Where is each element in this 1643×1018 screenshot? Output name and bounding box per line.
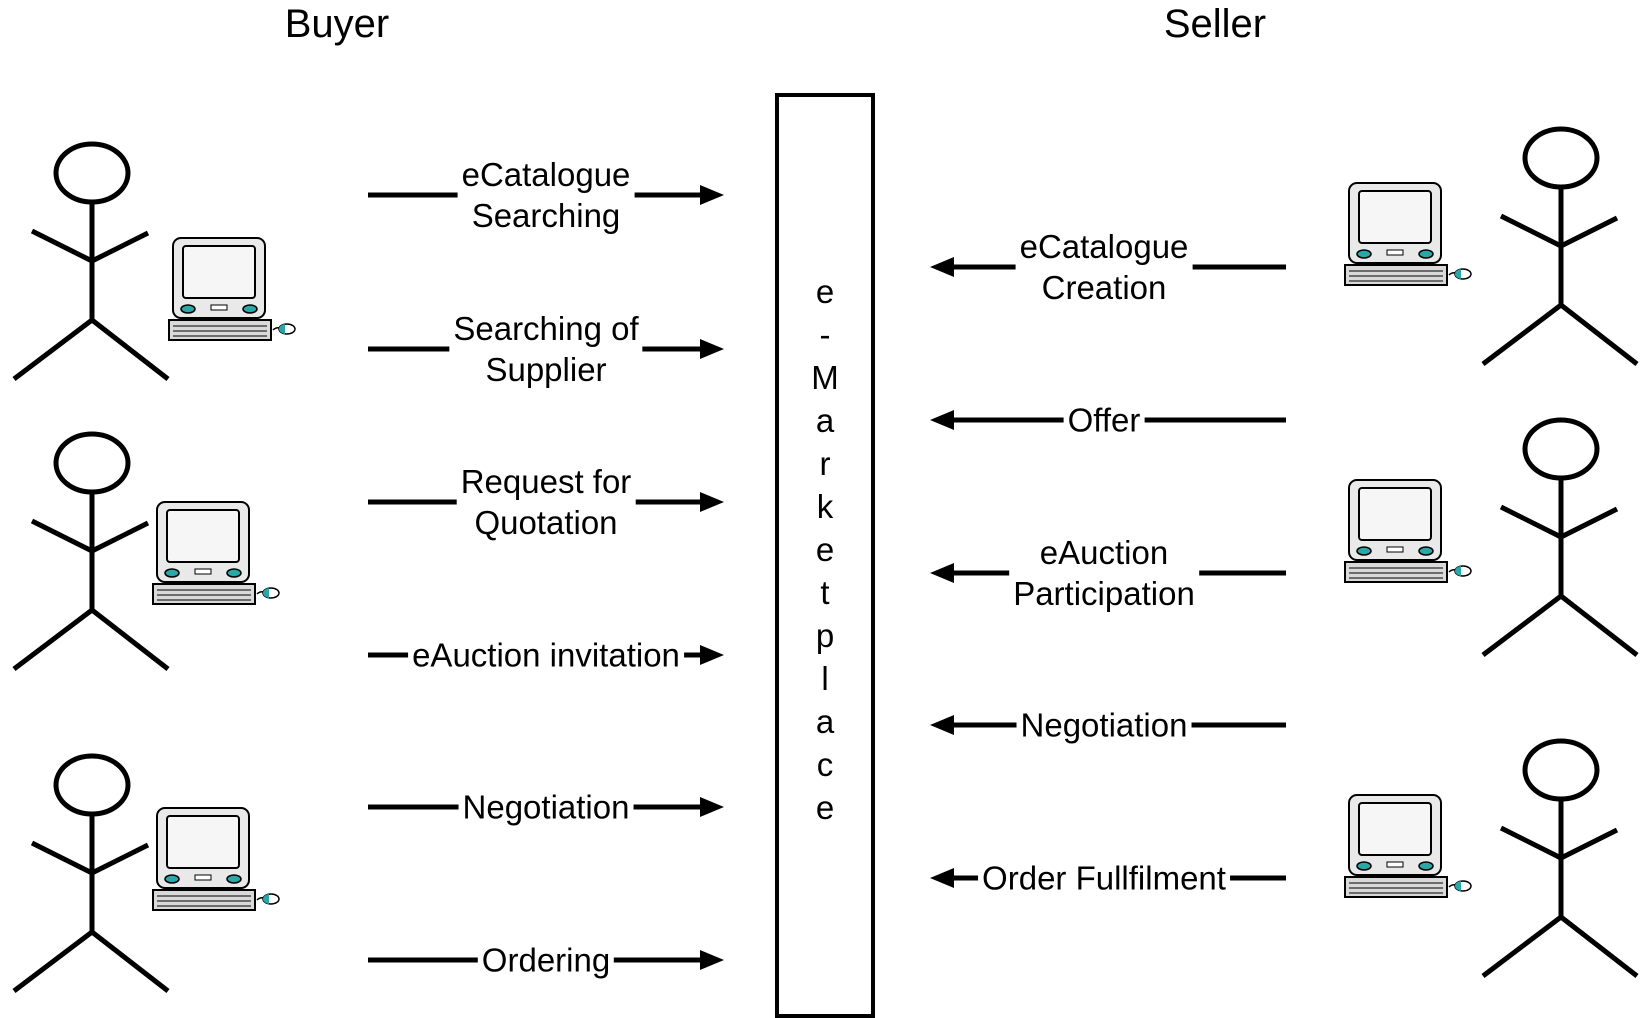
marketplace-letter: M (811, 359, 839, 396)
marketplace-letter: t (820, 574, 830, 611)
label-line: Participation (1013, 575, 1195, 612)
marketplace-letter: k (816, 488, 834, 525)
marketplace-letter: e (815, 273, 835, 310)
buyer-computer-3-icon (152, 807, 280, 911)
marketplace-letter: e (815, 531, 835, 568)
label-line: eAuction invitation (412, 636, 680, 674)
seller-flow-order-fullfilment: Order Fullfilment (978, 857, 1230, 899)
seller-actor-3-icon (1483, 741, 1637, 976)
marketplace-letter: - (819, 316, 831, 353)
buyer-flow-request-for-quotation: Request for Quotation (456, 461, 636, 543)
seller-actor-1-icon (1483, 129, 1637, 364)
buyer-computer-1-icon (168, 237, 296, 341)
seller-flow-ecatalogue-creation: eCatalogue Creation (1015, 226, 1193, 308)
label-line: Order Fullfilment (982, 859, 1226, 897)
label-line: Ordering (481, 941, 611, 979)
buyer-flow-searching-of-supplier: Searching of Supplier (449, 308, 643, 390)
seller-computer-1-icon (1344, 182, 1472, 286)
marketplace-letter: e (815, 789, 835, 826)
seller-computer-3-icon (1344, 794, 1472, 898)
label-line: Supplier (485, 351, 607, 388)
label-line: Request for (460, 463, 632, 500)
seller-flow-eauction-participation: eAuction Participation (1009, 532, 1199, 614)
buyer-arrows (368, 185, 724, 970)
label-line: Negotiation (1020, 706, 1188, 744)
label-line: Negotiation (462, 788, 630, 826)
label-line: Creation (1041, 269, 1167, 306)
marketplace-letter: r (819, 445, 831, 482)
buyer-actor-1-icon (14, 144, 168, 379)
seller-flow-offer: Offer (1063, 399, 1145, 441)
label-line: Searching of (453, 310, 639, 347)
seller-flow-negotiation: Negotiation (1016, 704, 1192, 746)
e-marketplace-box: e - M a r k e t p l a c e (775, 93, 875, 1018)
buyer-computer-2-icon (152, 501, 280, 605)
label-line: Quotation (474, 504, 618, 541)
label-line: eCatalogue (1019, 228, 1189, 265)
e-marketplace-label: e - M a r k e t p l a c e (779, 270, 871, 829)
buyer-actor-2-icon (14, 434, 168, 669)
marketplace-letter: a (815, 703, 835, 740)
seller-computer-2-icon (1344, 479, 1472, 583)
marketplace-letter: a (815, 402, 835, 439)
label-line: eCatalogue (461, 156, 631, 193)
seller-actor-2-icon (1483, 420, 1637, 655)
marketplace-letter: c (816, 746, 834, 783)
buyer-flow-eauction-invitation: eAuction invitation (408, 634, 684, 676)
marketplace-letter: p (815, 617, 835, 654)
buyer-heading: Buyer (284, 2, 390, 46)
label-line: Searching (471, 197, 621, 234)
buyer-flow-ecatalogue-searching: eCatalogue Searching (457, 154, 635, 236)
seller-heading: Seller (1163, 2, 1267, 46)
buyer-actor-3-icon (14, 756, 168, 991)
label-line: eAuction (1039, 534, 1169, 571)
buyer-flow-negotiation: Negotiation (458, 786, 634, 828)
buyer-flow-ordering: Ordering (477, 939, 615, 981)
label-line: Offer (1067, 401, 1141, 439)
marketplace-letter: l (821, 660, 829, 697)
